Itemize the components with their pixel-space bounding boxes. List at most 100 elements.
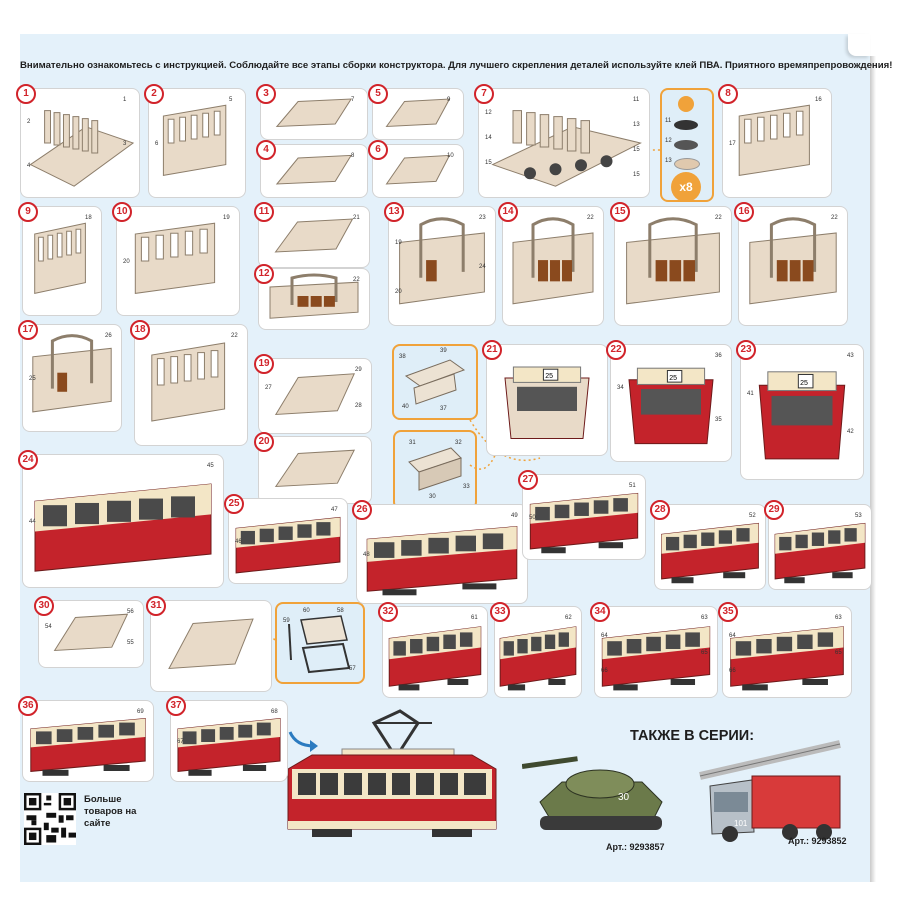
final-tram-illustration [282,703,504,843]
step-12-panel: 22 [258,268,370,330]
step-9-panel: 18 [22,206,102,316]
step-21-badge: 21 [482,340,502,360]
step-1-badge: 1 [16,84,36,104]
part-label: 7 [351,97,354,103]
step-36-panel: 69 [22,700,154,782]
part-label: 34 [617,385,624,391]
step-7-badge: 7 [474,84,494,104]
part-label: 43 [847,353,854,359]
part-label: 48 [363,552,370,558]
part-label: 20 [395,289,402,295]
step-13-badge: 13 [384,202,404,222]
part-label: 9 [447,97,450,103]
step-27-badge: 27 [518,470,538,490]
step-20-badge: 20 [254,432,274,452]
part-label: 14 [485,135,492,141]
step-14-illustration [503,207,603,325]
part-label: 2 [27,119,30,125]
step-18-badge: 18 [130,320,150,340]
part-label: 50 [529,515,536,521]
step-19-badge: 19 [254,354,274,374]
part-label: 15 [485,160,492,166]
svg-text:25: 25 [800,380,808,387]
step-18-panel: 22 [134,324,248,446]
step-31-illustration [151,601,271,691]
part-label: 3 [123,141,126,147]
part-label: 56 [127,609,134,615]
step-10-illustration [117,207,239,315]
step-19-panel: 292728 [258,358,372,434]
part-label: 22 [353,277,360,283]
part-label: 64 [729,633,736,639]
part-label: 61 [471,615,478,621]
part-label: 63 [701,615,708,621]
qr-code[interactable] [24,793,76,845]
part-label: 25 [29,376,36,382]
step-14-panel: 22 [502,206,604,326]
step-11-panel: 21 [258,206,370,268]
part-label: 42 [847,429,854,435]
step-31-badge: 31 [146,596,166,616]
step-3-badge: 3 [256,84,276,104]
part-label: 29 [355,367,362,373]
step-37-badge: 37 [166,696,186,716]
step-36-badge: 36 [18,696,38,716]
step-17-panel: 26 25 [22,324,122,432]
step-24-illustration [23,455,223,587]
step-26-badge: 26 [352,500,372,520]
step-9-illustration [23,207,101,315]
step-15-illustration [615,207,731,325]
part-label: 21 [353,215,360,221]
part-label: 19 [395,240,402,246]
part-label: 49 [511,513,518,519]
step-31-panel [150,600,272,692]
curved-arrow-icon [286,728,320,754]
part-label: 65 [701,650,708,656]
step-25-badge: 25 [224,494,244,514]
step-1-illustration [21,89,139,197]
part-label: 22 [231,333,238,339]
part-label: 15 [633,172,640,178]
part-label: 44 [29,519,36,525]
part-label: 22 [831,215,838,221]
part-label: 23 [479,215,486,221]
step-12-badge: 12 [254,264,274,284]
step-26-illustration [357,505,527,603]
part-label: 1 [123,97,126,103]
truck-marking: 101 [734,819,748,828]
step-5-badge: 5 [368,84,388,104]
part-label: 53 [855,513,862,519]
part-label: 55 [127,640,134,646]
step-3-panel: 7 [260,88,368,140]
tank-model-image: 30 [522,752,674,842]
step-18-illustration [135,325,247,445]
step-29-badge: 29 [764,500,784,520]
step-22-panel: 25363435 [610,344,732,462]
step-16-panel: 22 [738,206,848,326]
part-label: 47 [331,507,338,513]
part-label: 28 [355,403,362,409]
part-label: 22 [715,215,722,221]
step-24-badge: 24 [18,450,38,470]
part-label: 26 [105,333,112,339]
part-label: 17 [729,141,736,147]
part-label: 62 [565,615,572,621]
part-label: 67 [177,739,184,745]
part-label: 41 [747,391,754,397]
part-label: 8 [351,153,354,159]
part-label: 64 [601,633,608,639]
tank-article: Арт.: 9293857 [606,842,665,852]
step-23-panel: 25 43 41 42 [740,344,864,480]
step-17-badge: 17 [18,320,38,340]
step-25-illustration [229,499,347,583]
step-2-badge: 2 [144,84,164,104]
step-22-badge: 22 [606,340,626,360]
step-29-panel: 53 [768,504,872,590]
part-label: 69 [137,709,144,715]
